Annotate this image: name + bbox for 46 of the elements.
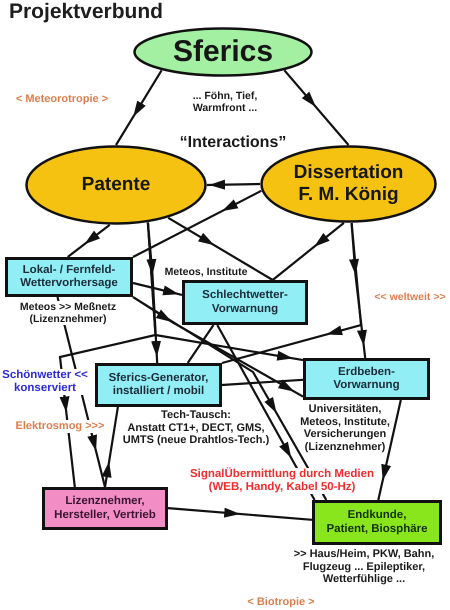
process-box	[182, 280, 308, 325]
arrow	[168, 507, 312, 521]
node-label: Erdbeben- Vorwarnung	[333, 366, 400, 392]
node-label: Schlechtwetter- Vorwarnung	[202, 289, 288, 316]
node-label: Dissertation F. M. König	[294, 162, 404, 206]
node-label: Patente	[82, 174, 150, 196]
node-label: Sferics	[172, 34, 274, 70]
connector-line	[186, 324, 214, 364]
arrow	[102, 406, 119, 488]
process-box	[95, 363, 222, 407]
arrow	[58, 222, 157, 488]
arrow	[67, 224, 110, 258]
annotation-text: ... Föhn, Tief, Warmfront ...	[192, 90, 258, 114]
arrow	[115, 70, 163, 146]
node-label: Endkunde, Patient, Biosphäre	[326, 509, 428, 536]
annotation-text: SignalÜbermittlung durch Medien (WEB, Handy, Kabel 50-Hz)	[189, 468, 375, 494]
annotation-text: Elektrosmog >>>	[14, 420, 106, 433]
node-label: Lizenznehmer, Hersteller, Vertrieb	[54, 495, 156, 522]
annotation-text: < Biotropie >	[246, 596, 316, 609]
arrow	[284, 70, 350, 146]
arrow	[168, 216, 274, 281]
annotation-text: << weltweit >>	[373, 291, 447, 304]
arrow	[206, 180, 260, 190]
ellipse-node	[133, 27, 313, 77]
process-box	[303, 358, 430, 400]
annotation-text: Schönwetter << konserviert	[1, 369, 89, 396]
process-box	[312, 500, 442, 545]
arrow	[222, 222, 362, 364]
arrow	[377, 400, 402, 500]
node-note: Meteos >> Meßnetz (Lizenznehmer)	[18, 301, 118, 326]
process-box	[5, 257, 133, 297]
node-label: Lokal- / Fernfeld- Wettervorhersage	[20, 264, 118, 290]
node-note: Meteos, Institute	[164, 266, 248, 278]
annotation-text: < Meteorotropie >	[14, 93, 110, 106]
annotation-text: “Interactions”	[178, 134, 288, 152]
process-box	[42, 487, 168, 530]
diagram-title: Projektverbund	[8, 0, 164, 24]
arrow	[272, 222, 345, 281]
arrow	[132, 296, 328, 501]
connector-line	[222, 378, 304, 386]
node-label: Sferics-Generator, installiert / mobil	[108, 372, 208, 398]
node-note: Tech-Tausch: Anstatt CT1+, DECT, GMS, UMTS (neue Drahtlos-Tech.)	[122, 409, 270, 447]
arrow	[132, 190, 262, 258]
node-note: Universitäten, Meteos, Institute, Versicherungen (Lizenznehmer)	[299, 403, 391, 454]
node-note: >> Haus/Heim, PKW, Bahn, Flugzeug ... Epileptiker, Wetterfühlige ...	[292, 548, 436, 586]
arrow	[132, 282, 182, 296]
